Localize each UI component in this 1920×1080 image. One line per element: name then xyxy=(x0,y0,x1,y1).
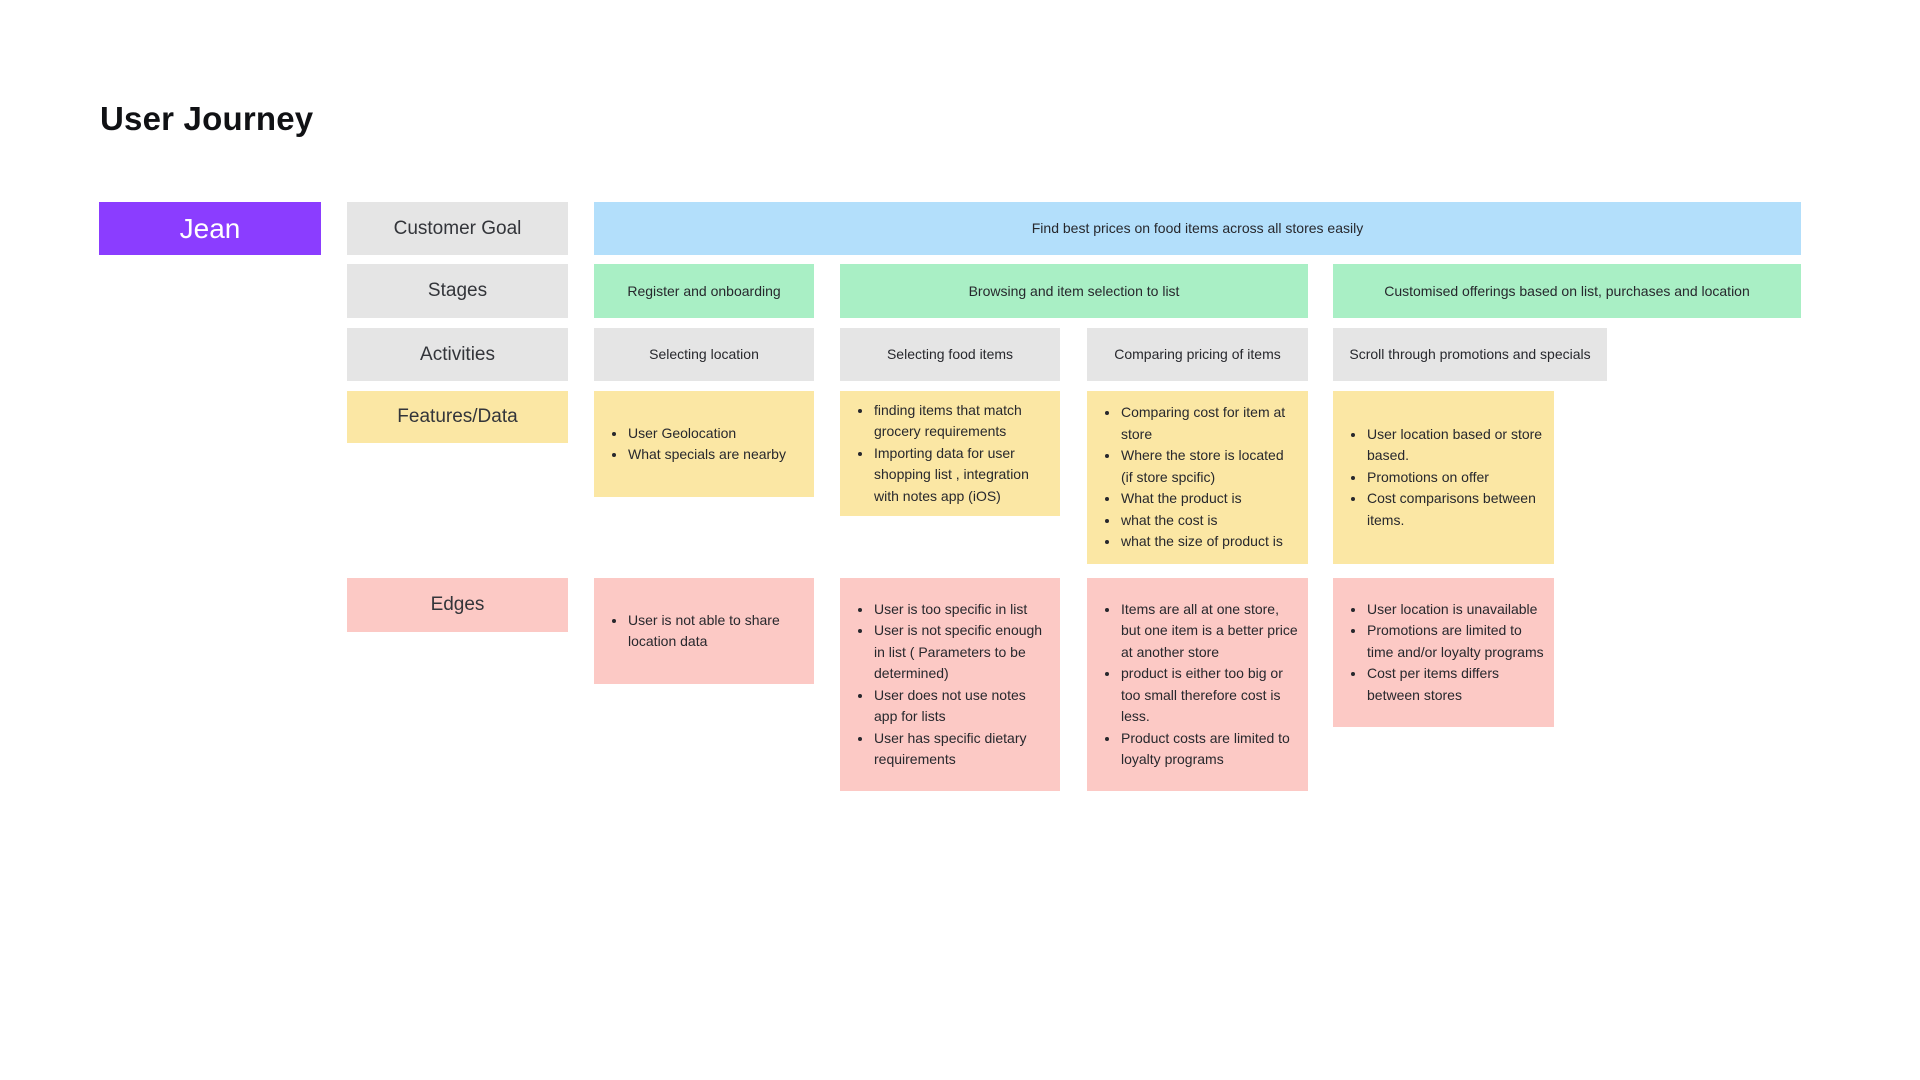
bullet-item: Importing data for user shopping list , … xyxy=(873,443,1050,508)
bullet-item: User location is unavailable xyxy=(1366,599,1544,621)
bullet-list: User GeolocationWhat specials are nearby xyxy=(594,423,796,466)
bullet-item: User is not specific enough in list ( Pa… xyxy=(873,620,1050,685)
features-card-3: Comparing cost for item at storeWhere th… xyxy=(1087,391,1308,564)
bullet-list: User location based or store based.Promo… xyxy=(1333,424,1554,532)
features-card-2: finding items that match grocery require… xyxy=(840,391,1060,516)
activity-text: Scroll through promotions and specials xyxy=(1349,346,1591,363)
persona-card: Jean xyxy=(99,202,321,255)
bullet-item: Comparing cost for item at store xyxy=(1120,402,1298,445)
customer-goal-text: Find best prices on food items across al… xyxy=(1031,220,1364,237)
activity-text: Selecting food items xyxy=(886,346,1014,363)
bullet-item: User is too specific in list xyxy=(873,599,1050,621)
bullet-item: What specials are nearby xyxy=(627,444,786,466)
bullet-item: User location based or store based. xyxy=(1366,424,1544,467)
bullet-list: Items are all at one store, but one item… xyxy=(1087,599,1308,771)
stage-card-register: Register and onboarding xyxy=(594,264,814,318)
activity-text: Selecting location xyxy=(649,346,759,363)
page-title: User Journey xyxy=(100,100,314,137)
row-label-customer-goal: Customer Goal xyxy=(347,202,568,255)
stage-text: Customised offerings based on list, purc… xyxy=(1384,282,1750,299)
bullet-item: Where the store is located (if store spc… xyxy=(1120,445,1298,488)
bullet-item: product is either too big or too small t… xyxy=(1120,663,1298,728)
stage-text: Browsing and item selection to list xyxy=(968,282,1180,299)
edges-card-1: User is not able to share location data xyxy=(594,578,814,684)
activity-card-selecting-food-items: Selecting food items xyxy=(840,328,1060,381)
row-label-stages: Stages xyxy=(347,264,568,318)
bullet-list: Comparing cost for item at storeWhere th… xyxy=(1087,402,1308,553)
bullet-item: User has specific dietary requirements xyxy=(873,728,1050,771)
row-label-text: Stages xyxy=(427,280,488,301)
row-label-activities: Activities xyxy=(347,328,568,381)
activity-text: Comparing pricing of items xyxy=(1114,346,1281,363)
features-card-1: User GeolocationWhat specials are nearby xyxy=(594,391,814,497)
activity-card-selecting-location: Selecting location xyxy=(594,328,814,381)
row-label-text: Activities xyxy=(420,343,495,365)
bullet-item: User does not use notes app for lists xyxy=(873,685,1050,728)
stage-card-browsing: Browsing and item selection to list xyxy=(840,264,1308,318)
edges-card-4: User location is unavailablePromotions a… xyxy=(1333,578,1554,727)
bullet-item: Promotions are limited to time and/or lo… xyxy=(1366,620,1544,663)
bullet-item: what the size of product is xyxy=(1120,531,1298,553)
activity-card-scroll-promotions: Scroll through promotions and specials xyxy=(1333,328,1607,381)
edges-card-3: Items are all at one store, but one item… xyxy=(1087,578,1308,791)
bullet-item: User is not able to share location data xyxy=(627,610,804,653)
row-label-features-data: Features/Data xyxy=(347,391,568,443)
bullet-list: User is not able to share location data xyxy=(594,610,814,653)
row-label-text: Features/Data xyxy=(397,406,518,427)
activity-card-comparing-pricing: Comparing pricing of items xyxy=(1087,328,1308,381)
bullet-list: finding items that match grocery require… xyxy=(840,400,1060,508)
row-label-text: Edges xyxy=(430,594,485,615)
features-card-4: User location based or store based.Promo… xyxy=(1333,391,1554,564)
bullet-item: what the cost is xyxy=(1120,510,1298,532)
bullet-item: What the product is xyxy=(1120,488,1298,510)
bullet-item: Cost comparisons between items. xyxy=(1366,488,1544,531)
bullet-item: finding items that match grocery require… xyxy=(873,400,1050,443)
bullet-item: Promotions on offer xyxy=(1366,467,1544,489)
bullet-item: Product costs are limited to loyalty pro… xyxy=(1120,728,1298,771)
persona-name: Jean xyxy=(179,212,241,244)
row-label-text: Customer Goal xyxy=(393,217,522,239)
stage-text: Register and onboarding xyxy=(627,282,781,299)
row-label-edges: Edges xyxy=(347,578,568,632)
customer-goal-card: Find best prices on food items across al… xyxy=(594,202,1801,255)
bullet-item: Items are all at one store, but one item… xyxy=(1120,599,1298,664)
bullet-item: User Geolocation xyxy=(627,423,786,445)
edges-card-2: User is too specific in listUser is not … xyxy=(840,578,1060,791)
bullet-list: User is too specific in listUser is not … xyxy=(840,599,1060,771)
bullet-list: User location is unavailablePromotions a… xyxy=(1333,599,1554,707)
stage-card-customised-offerings: Customised offerings based on list, purc… xyxy=(1333,264,1801,318)
bullet-item: Cost per items differs between stores xyxy=(1366,663,1544,706)
